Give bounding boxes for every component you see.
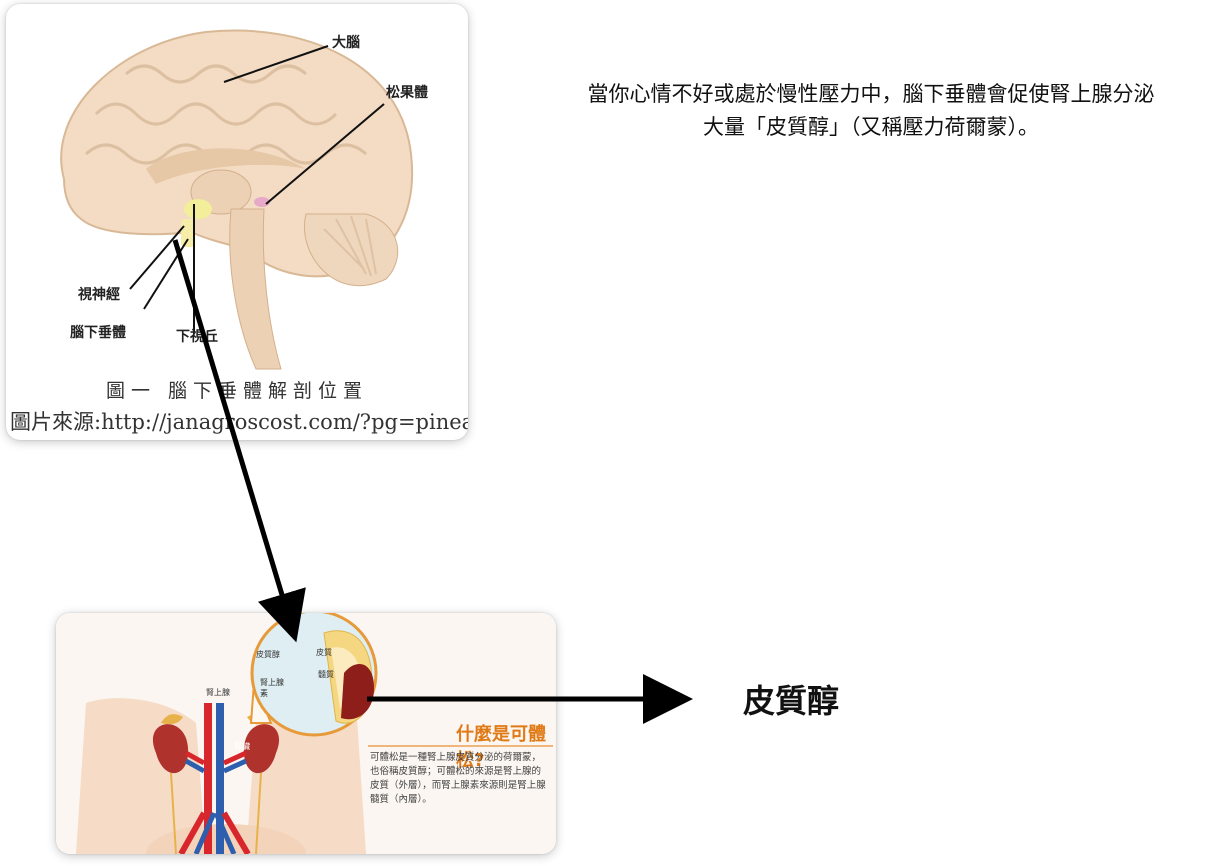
intro-line-2: 大量「皮質醇」（又稱壓力荷爾蒙）。 bbox=[703, 115, 1039, 139]
intro-line-1: 當你心情不好或處於慢性壓力中，腦下垂體會促使腎上腺分泌 bbox=[587, 82, 1155, 106]
adrenal-illustration bbox=[56, 613, 556, 854]
brain-anatomy-figure: 大腦 松果體 視神經 腦下垂體 下視丘 圖一 腦下垂體解剖位置 圖片來源:htt… bbox=[6, 4, 468, 440]
cortisol-label: 皮質醇 bbox=[743, 682, 840, 720]
adrenal-figure-body: 可體松是一種腎上腺皮質分泌的荷爾蒙，也俗稱皮質醇；可體松的來源是腎上腺的皮質（外… bbox=[370, 752, 546, 805]
hypothalamus-label: 下視丘 bbox=[176, 329, 218, 345]
label-adrenal-gland: 腎上腺 bbox=[206, 688, 230, 697]
title-rule bbox=[368, 745, 553, 747]
figure-caption-title: 圖一 腦下垂體解剖位置 bbox=[105, 380, 369, 402]
label-medulla: 髓質 bbox=[318, 670, 334, 679]
figure-caption-source: 圖片來源:http://janagroscost.com/?pg=pineal bbox=[10, 410, 468, 434]
pineal-label: 松果體 bbox=[386, 85, 428, 101]
cerebrum-label: 大腦 bbox=[332, 35, 360, 51]
adrenal-gland-figure: 皮質醇 皮質 髓質 腎上腺素 腎上腺 腎臟 什麼是可體松? 可體松是一種腎上腺皮… bbox=[56, 613, 556, 854]
pituitary-label: 腦下垂體 bbox=[70, 325, 126, 341]
label-cortisol: 皮質醇 bbox=[256, 650, 280, 659]
optic-nerve-label: 視神經 bbox=[78, 287, 120, 303]
brain-illustration bbox=[60, 29, 414, 370]
label-adrenaline: 腎上腺素 bbox=[260, 678, 284, 698]
intro-text: 當你心情不好或處於慢性壓力中，腦下垂體會促使腎上腺分泌 大量「皮質醇」（又稱壓力… bbox=[536, 78, 1206, 144]
adrenal-figure-title: 什麼是可體松? bbox=[456, 724, 546, 771]
label-cortex: 皮質 bbox=[316, 648, 332, 657]
label-kidney: 腎臟 bbox=[234, 742, 250, 751]
